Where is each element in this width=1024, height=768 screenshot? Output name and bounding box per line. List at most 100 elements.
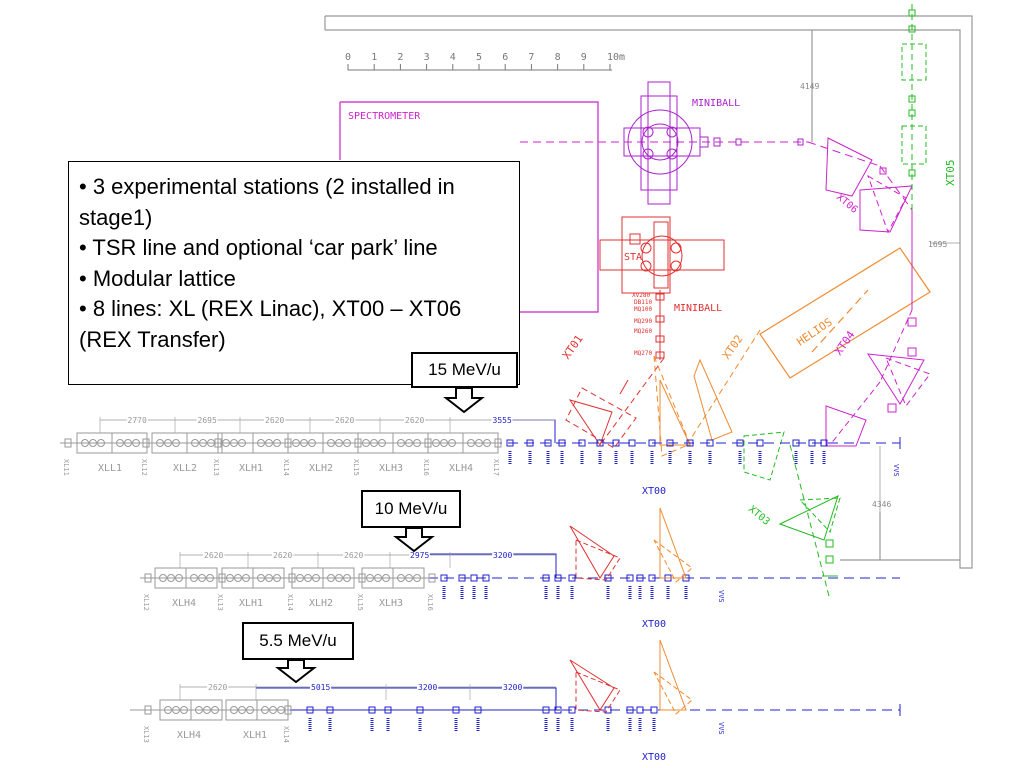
cavity: [89, 439, 97, 447]
xt-magenta-lines: [520, 141, 913, 211]
cavity: [304, 574, 312, 582]
row3-xt00-label: XT00: [642, 752, 666, 763]
miniball-mid-label: MINIBALL: [674, 303, 722, 314]
cavity: [238, 706, 246, 714]
dimension-value: 2975: [410, 551, 429, 560]
beamline-element: [554, 574, 562, 582]
station-label: XL16: [426, 594, 434, 611]
dimension-value: 3200: [503, 683, 522, 692]
beamline-element: [626, 574, 634, 582]
station-label: XL14: [282, 459, 290, 476]
cavity: [265, 574, 273, 582]
station-label: XL14: [282, 726, 290, 743]
cavity: [292, 439, 300, 447]
dimension-4346: 4346: [872, 500, 891, 509]
dimension-value: 2620: [265, 416, 284, 425]
station-marker: [144, 573, 152, 583]
beamline-element: [544, 439, 552, 447]
energy-arrows: [275, 387, 485, 684]
scale-tick-label: 2: [397, 52, 403, 63]
beamline-element: [650, 706, 658, 714]
dimension-value: 2620: [344, 551, 363, 560]
cavity: [343, 574, 351, 582]
module-label: XLH4: [449, 463, 473, 474]
beamline-element: [440, 574, 448, 582]
cavity: [172, 706, 180, 714]
cavity: [167, 574, 175, 582]
station-marker: [64, 438, 72, 448]
cavity: [432, 439, 440, 447]
beamline-element: [542, 706, 550, 714]
beamline-element: [526, 439, 534, 447]
cavity: [238, 439, 246, 447]
beamline-element: [792, 439, 800, 447]
cavity: [222, 439, 230, 447]
miniball-top: [623, 81, 804, 205]
beamline-element: [706, 439, 714, 447]
cavity: [362, 439, 370, 447]
dimension-value: 2620: [204, 551, 223, 560]
beamline-element: [636, 706, 644, 714]
scale-bar: [347, 64, 612, 71]
dimension-value: 3555: [493, 416, 512, 425]
building-outline: [324, 15, 973, 569]
module-label: XLH3: [379, 598, 403, 609]
cavity: [257, 439, 265, 447]
cavity: [124, 439, 132, 447]
beamline-element: [736, 439, 744, 447]
row2-xt00-label: XT00: [642, 619, 666, 630]
beamline-element: [666, 439, 674, 447]
cavity: [397, 439, 405, 447]
beamline-element: [306, 706, 314, 714]
xt03-branch: [743, 431, 841, 601]
cavity: [273, 439, 281, 447]
bullet-2: • TSR line and optional ‘car park’ line: [79, 235, 438, 260]
station-marker: [144, 705, 152, 715]
info-callout: • 3 experimental stations (2 installed i…: [68, 161, 520, 385]
beamline-element: [452, 706, 460, 714]
cavity: [191, 439, 199, 447]
xt03-label: XT03: [746, 504, 772, 528]
station-marker: [354, 438, 362, 448]
beamline-element: [474, 706, 482, 714]
cavity: [327, 439, 335, 447]
cavity: [159, 574, 167, 582]
module-label: XLH1: [239, 463, 263, 474]
beamline-element: [604, 574, 612, 582]
scale-tick-label: 4: [450, 52, 456, 63]
sta-label: STA: [624, 252, 642, 263]
scale-tick-label: 6: [502, 52, 508, 63]
dimension-value: 2620: [208, 683, 227, 692]
row1-beamline: [60, 419, 901, 449]
station-marker: [424, 438, 432, 448]
row3-vvs-label: VVS: [717, 722, 725, 735]
miniball-top-label: MINIBALL: [692, 98, 740, 109]
cavity: [230, 439, 238, 447]
xt02-label: XT02: [720, 333, 746, 362]
spectrometer: [339, 101, 599, 313]
spectrometer-label: SPECTROMETER: [348, 111, 421, 122]
svg-text:MQ260: MQ260: [634, 328, 652, 335]
cavity: [230, 706, 238, 714]
dimension-value: 5015: [311, 683, 330, 692]
beamline-element: [482, 574, 490, 582]
cavity: [203, 706, 211, 714]
xt01-branch: [565, 357, 665, 449]
cavity: [483, 439, 491, 447]
station-marker: [358, 573, 366, 583]
beamline-element: [604, 706, 612, 714]
energy-label-10: 10 MeV/u: [361, 490, 461, 528]
beamline-element: [542, 574, 550, 582]
cavity: [199, 439, 207, 447]
beamline-element: [470, 574, 478, 582]
cavity: [257, 574, 265, 582]
svg-text:MQ290: MQ290: [634, 318, 652, 325]
cavity: [265, 439, 273, 447]
station-label: XL12: [142, 594, 150, 611]
energy-label-5-5: 5.5 MeV/u: [242, 622, 354, 660]
dimension-value: 2770: [128, 416, 147, 425]
cavity: [190, 574, 198, 582]
beamline-element: [578, 439, 586, 447]
module-label: XLH2: [309, 598, 333, 609]
scale-tick-label: 7: [528, 52, 534, 63]
